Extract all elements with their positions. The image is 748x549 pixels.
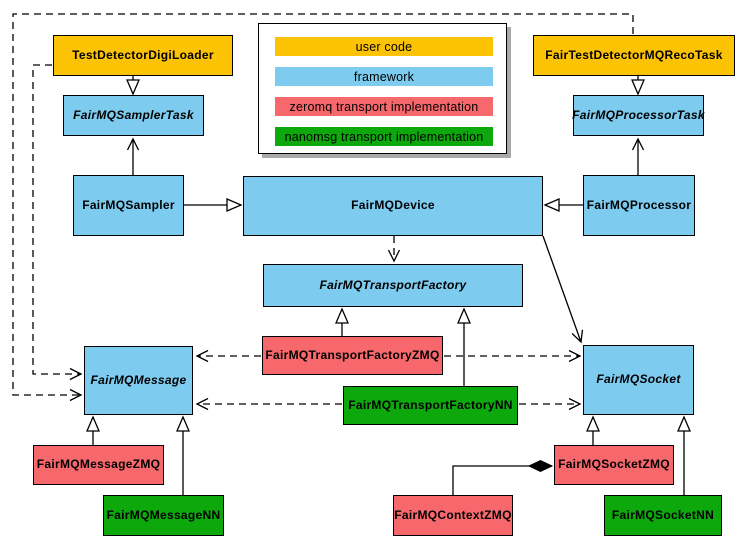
legend-item-zeromq: zeromq transport implementation [275, 97, 493, 116]
class-fair-mq-message: FairMQMessage [84, 346, 193, 415]
class-fair-mq-transport-factory-zmq: FairMQTransportFactoryZMQ [262, 336, 443, 375]
class-fair-mq-device: FairMQDevice [243, 176, 543, 236]
class-fair-mq-socket: FairMQSocket [583, 345, 694, 415]
class-fair-mq-socket-zmq: FairMQSocketZMQ [554, 445, 674, 485]
class-fair-mq-message-nn: FairMQMessageNN [103, 495, 224, 536]
class-fair-mq-processor: FairMQProcessor [583, 175, 695, 236]
legend-item-nanomsg: nanomsg transport implementation [275, 127, 493, 146]
class-fair-mq-transport-factory: FairMQTransportFactory [263, 264, 523, 307]
class-fair-mq-transport-factory-nn: FairMQTransportFactoryNN [343, 386, 518, 425]
class-fair-mq-message-zmq: FairMQMessageZMQ [33, 445, 164, 485]
class-fair-mq-sampler: FairMQSampler [73, 175, 184, 236]
edge-device-socket [542, 235, 584, 344]
edge-contextzmq-socketzmq [452, 466, 552, 495]
class-fair-test-detector-mq-reco-task: FairTestDetectorMQRecoTask [533, 35, 735, 76]
class-fair-mq-socket-nn: FairMQSocketNN [604, 495, 722, 536]
class-fair-mq-context-zmq: FairMQContextZMQ [393, 495, 513, 536]
class-fair-mq-sampler-task: FairMQSamplerTask [63, 95, 204, 136]
legend-box: user code framework zeromq transport imp… [258, 23, 507, 154]
class-test-detector-digi-loader: TestDetectorDigiLoader [53, 35, 233, 76]
legend-item-user-code: user code [275, 37, 493, 56]
legend-item-framework: framework [275, 67, 493, 86]
class-fair-mq-processor-task: FairMQProcessorTask [572, 95, 705, 136]
